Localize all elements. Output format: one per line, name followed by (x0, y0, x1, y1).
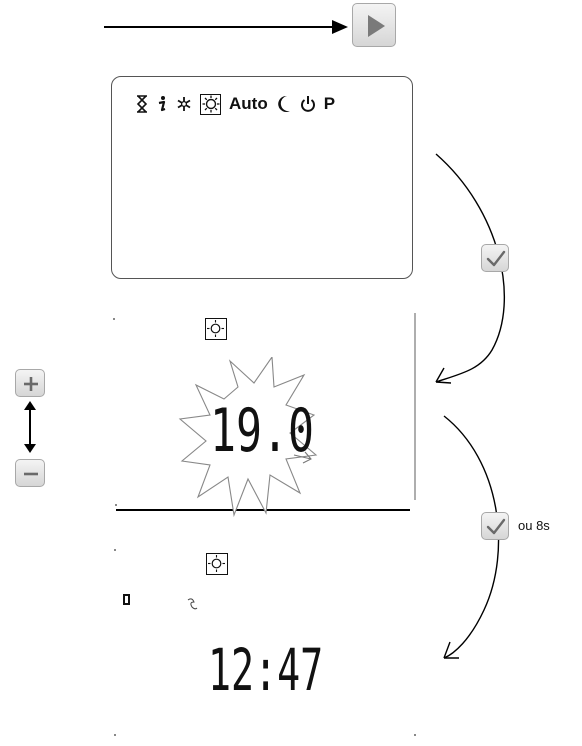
mode-row: Auto P (136, 93, 343, 115)
timeout-note: ou 8s (518, 518, 550, 533)
minus-icon (24, 472, 38, 476)
clock-time: 12:47 (208, 636, 324, 704)
top-arrow (104, 20, 348, 34)
minus-button[interactable] (15, 459, 45, 487)
info-icon (156, 95, 168, 113)
setpoint-screen-frame (113, 313, 416, 511)
pointer-cursor (293, 451, 312, 464)
moon-icon (276, 95, 292, 113)
plus-button[interactable] (15, 369, 45, 397)
snowflake-icon (176, 96, 192, 112)
confirm-button[interactable] (481, 244, 509, 272)
auto-mode-label: Auto (229, 94, 268, 113)
sun-icon (205, 318, 227, 340)
curved-arrows (435, 153, 506, 659)
program-mode-label: P (323, 94, 336, 113)
plus-icon (24, 377, 38, 391)
sun-icon (206, 553, 228, 575)
play-icon (368, 15, 385, 37)
check-icon (486, 518, 506, 535)
hourglass-icon (136, 95, 148, 113)
clock-screen-marks (114, 549, 416, 736)
adjust-double-arrow (24, 401, 36, 453)
check-icon (486, 250, 506, 267)
mode-screen: Auto P (111, 76, 413, 279)
blink-starburst (178, 357, 318, 518)
setpoint-temperature: 19.0 (210, 396, 315, 466)
confirm-button-2[interactable] (481, 512, 509, 540)
power-icon (300, 95, 316, 113)
play-button[interactable] (352, 3, 396, 47)
sun-icon (200, 93, 221, 115)
